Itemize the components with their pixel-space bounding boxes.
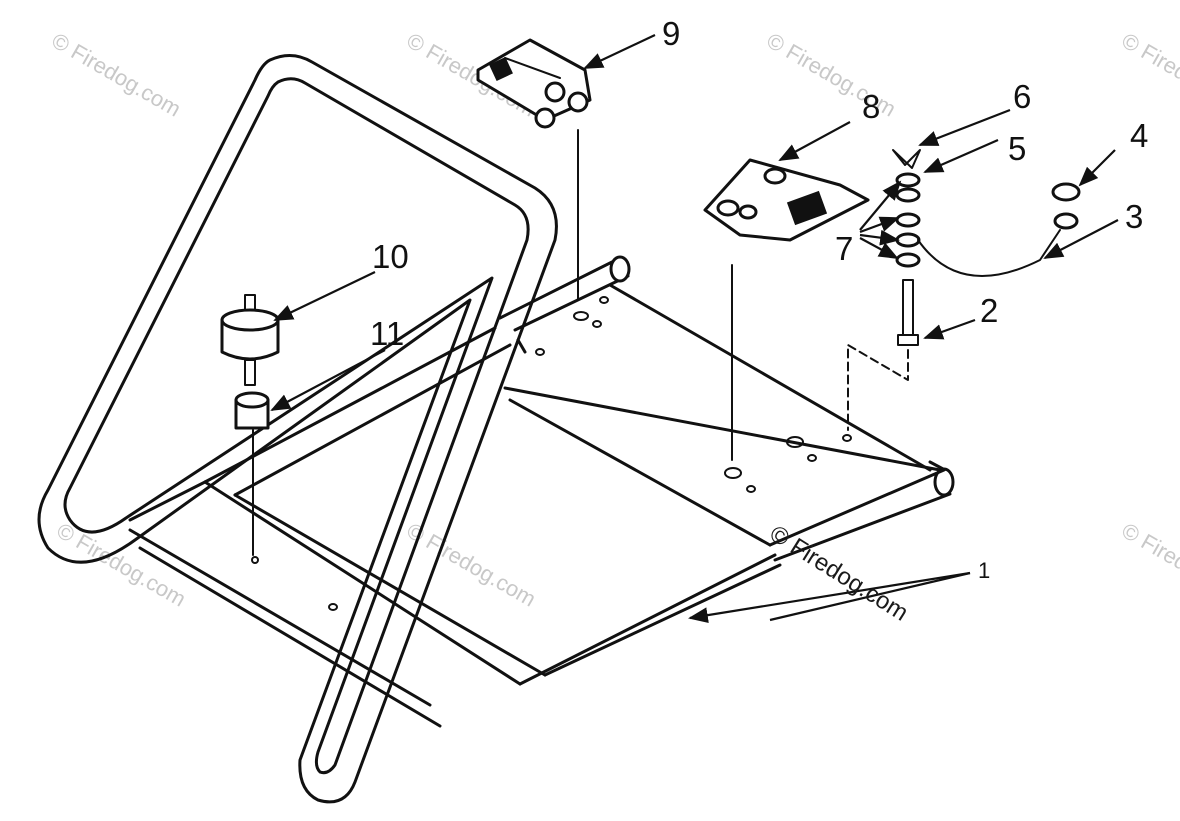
handle-frame [37, 54, 558, 804]
callout-4: 4 [1130, 117, 1148, 154]
watermark-faint: © Firedog.com [48, 28, 186, 122]
callout-1: 1 [978, 558, 990, 583]
callout-11: 11 [370, 315, 404, 352]
watermark-faint-group: © Firedog.com © Firedog.com © Firedog.co… [48, 28, 1180, 612]
callout-labels: 1 2 3 4 5 6 7 8 9 10 11 [370, 15, 1148, 583]
watermark-faint: © Firedog.com [1118, 518, 1180, 612]
part-9-bracket [476, 38, 592, 301]
callout-3: 3 [1125, 198, 1143, 235]
part-8-bracket [703, 158, 870, 461]
callout-10: 10 [372, 238, 409, 275]
callout-7: 7 [835, 230, 853, 267]
callout-5: 5 [1008, 130, 1026, 167]
callout-8: 8 [862, 88, 880, 125]
callout-2: 2 [980, 292, 998, 329]
watermark-faint: © Firedog.com [1118, 28, 1180, 122]
vibration-mount-parts [220, 294, 280, 556]
base-plate [128, 255, 955, 728]
callout-6: 6 [1013, 78, 1031, 115]
callout-9: 9 [662, 15, 680, 52]
leader-lines [270, 34, 1119, 623]
ground-hardware-stack [847, 149, 1081, 431]
